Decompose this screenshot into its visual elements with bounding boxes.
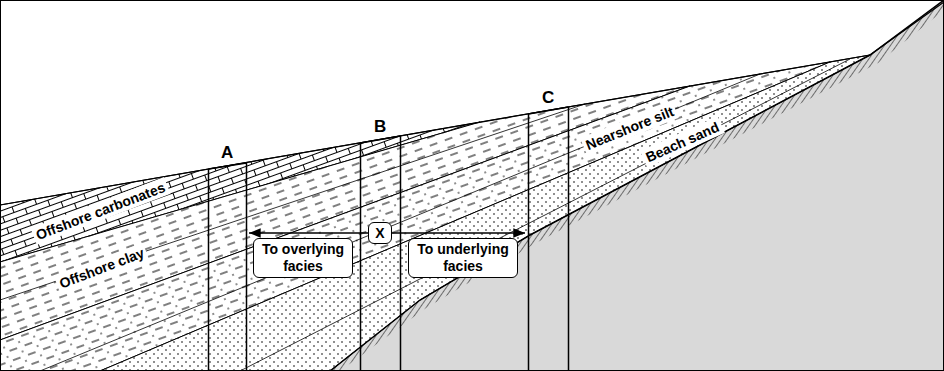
column-letter: A — [221, 144, 233, 162]
box-text: X — [369, 225, 391, 242]
point-box: X — [368, 222, 392, 244]
column-letter: B — [374, 118, 386, 136]
note-box: To underlying facies — [408, 238, 518, 278]
box-text: To underlying facies — [413, 241, 513, 275]
column-letter: C — [542, 89, 554, 107]
note-box: To overlying facies — [253, 238, 353, 278]
box-text: To overlying facies — [258, 241, 348, 275]
